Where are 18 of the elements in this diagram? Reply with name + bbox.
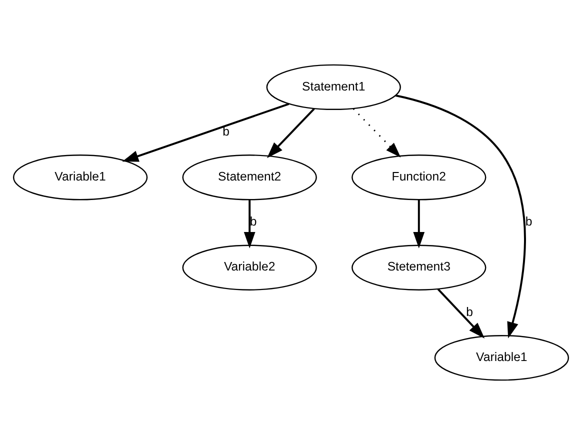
edge-label: b: [250, 214, 257, 229]
node-ellipse: Statement1: [266, 64, 401, 110]
edge-label: b: [525, 214, 532, 229]
arrow: [352, 108, 401, 158]
arrow: [122, 102, 290, 162]
arrow: [395, 94, 526, 338]
node-ellipse: Function2: [352, 154, 486, 200]
node-ellipse: Variable1: [12, 154, 148, 200]
arrow: [266, 108, 315, 158]
node-ellipse: Variable2: [182, 244, 317, 290]
edge-label: b: [466, 304, 473, 319]
node-ellipse: Variable1: [434, 334, 570, 381]
arrow: [244, 200, 256, 248]
arrow: [437, 288, 485, 338]
node-ellipse: Stetement3: [352, 244, 486, 290]
edge-label: b: [222, 124, 230, 138]
node-ellipse: Statement2: [182, 154, 317, 200]
arrow: [413, 200, 425, 248]
